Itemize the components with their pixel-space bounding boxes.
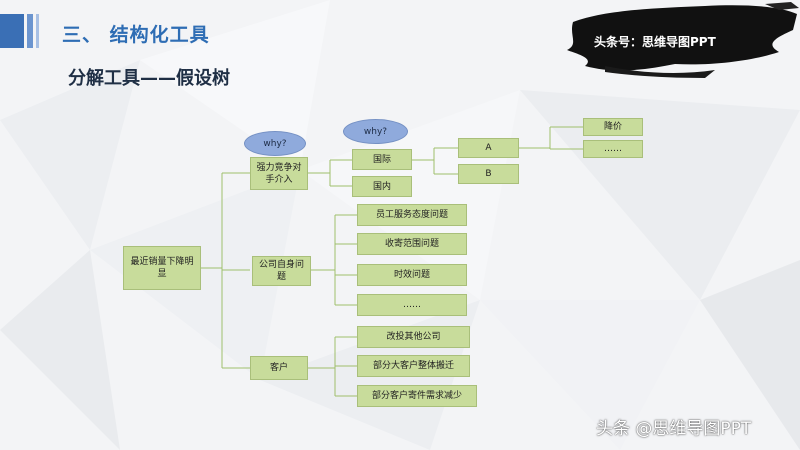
branch-customer: 客户 <box>250 356 308 380</box>
why-bubble-sub: why? <box>343 119 408 144</box>
leaf-ellipsis-a: …… <box>583 140 643 158</box>
node-a: A <box>458 138 519 158</box>
node-timeliness: 时效问题 <box>357 264 467 286</box>
node-demand-decrease: 部分客户寄件需求减少 <box>357 385 477 407</box>
node-ellipsis-internal: …… <box>357 294 467 316</box>
node-major-relocation: 部分大客户整体搬迁 <box>357 355 470 377</box>
accent-bar-light <box>36 14 39 48</box>
node-switch-company: 改投其他公司 <box>357 326 470 348</box>
brush-stroke-banner <box>567 2 799 78</box>
node-domestic: 国内 <box>352 176 412 197</box>
why-bubble-branch1: why? <box>244 131 306 156</box>
watermark: 头条 @思维导图PPT <box>596 419 752 439</box>
brand-label: 头条号：思维导图PPT <box>594 35 716 49</box>
node-international: 国际 <box>352 149 412 170</box>
leaf-price-cut: 降价 <box>583 118 643 136</box>
section-title: 三、 结构化工具 <box>62 24 210 46</box>
root-node: 最近销量下降明显 <box>123 246 201 290</box>
branch-competitor: 强力竞争对手介入 <box>250 157 308 190</box>
accent-bar-dark <box>0 14 24 48</box>
branch-internal: 公司自身问题 <box>252 256 311 286</box>
node-b: B <box>458 164 519 184</box>
node-delivery-range: 收寄范围问题 <box>357 233 467 255</box>
page-subtitle: 分解工具——假设树 <box>68 68 230 89</box>
accent-bar-mid <box>27 14 33 48</box>
node-staff-attitude: 员工服务态度问题 <box>357 204 467 226</box>
